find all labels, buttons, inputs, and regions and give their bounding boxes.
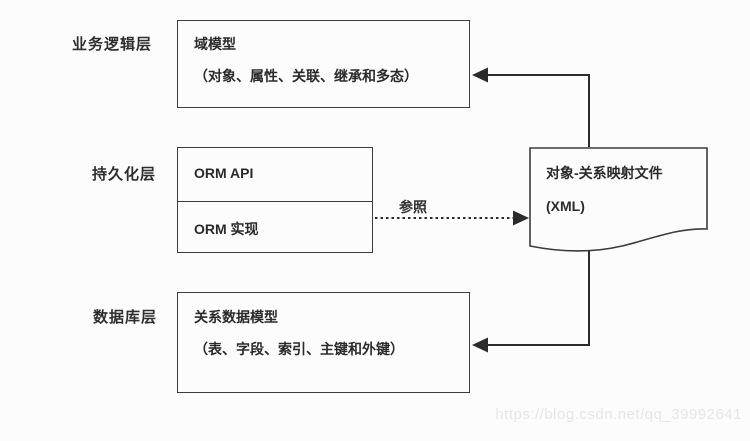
arrow-doc-to-domain-line bbox=[487, 74, 590, 147]
arrow-doc-to-relational-line bbox=[487, 250, 590, 346]
domain-model-title: 域模型 bbox=[194, 36, 236, 52]
box-domain-model: 域模型 （对象、属性、关联、继承和多态） bbox=[177, 20, 470, 108]
relational-model-title: 关系数据模型 bbox=[194, 309, 278, 325]
arrow-reference-head bbox=[513, 210, 529, 226]
relational-model-detail: （表、字段、索引、主键和外键） bbox=[194, 341, 404, 357]
arrow-doc-to-domain-head bbox=[472, 67, 488, 83]
box-relational-model: 关系数据模型 （表、字段、索引、主键和外键） bbox=[177, 292, 470, 393]
reference-arrow-label: 参照 bbox=[399, 199, 427, 215]
arrow-doc-to-relational-head bbox=[472, 337, 488, 353]
watermark-url: https://blog.csdn.net/qq_39992641 bbox=[495, 406, 742, 423]
label-business-logic-layer: 业务逻辑层 bbox=[72, 36, 153, 53]
orm-api-row: ORM API bbox=[194, 165, 254, 181]
document-subtitle: (XML) bbox=[546, 198, 585, 214]
document-title: 对象-关系映射文件 bbox=[546, 165, 663, 181]
orm-impl-row: ORM 实现 bbox=[178, 201, 372, 252]
domain-model-detail: （对象、属性、关联、继承和多态） bbox=[194, 68, 418, 84]
box-orm: ORM API ORM 实现 bbox=[177, 147, 373, 253]
label-database-layer: 数据库层 bbox=[93, 309, 158, 326]
document-text: 对象-关系映射文件 (XML) bbox=[546, 163, 706, 214]
label-persistence-layer: 持久化层 bbox=[92, 166, 157, 183]
